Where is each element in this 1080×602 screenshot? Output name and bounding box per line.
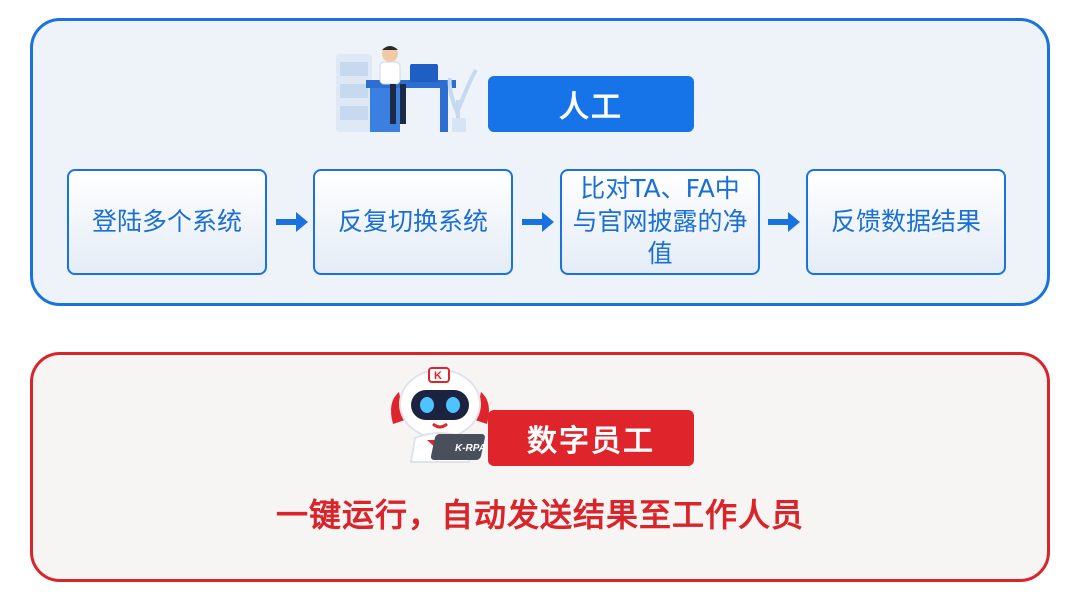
step-login: 登陆多个系统: [67, 169, 267, 275]
office-worker-icon: [330, 40, 480, 135]
robot-badge-label: K-RPA: [455, 443, 486, 454]
step-compare: 比对TA、FA中与官网披露的净值: [560, 169, 760, 275]
step-feedback: 反馈数据结果: [806, 169, 1006, 275]
digital-panel: [30, 352, 1050, 582]
manual-tag: 人工: [488, 76, 694, 132]
arrow-right-icon: [520, 208, 556, 236]
digital-caption: 一键运行，自动发送结果至工作人员: [0, 490, 1080, 536]
arrow-right-icon: [766, 208, 802, 236]
robot-mascot-icon: K K-RPA: [385, 362, 505, 466]
step-switch: 反复切换系统: [313, 169, 513, 275]
svg-text:K: K: [434, 370, 442, 382]
arrow-right-icon: [274, 208, 310, 236]
digital-tag: 数字员工: [488, 410, 694, 466]
